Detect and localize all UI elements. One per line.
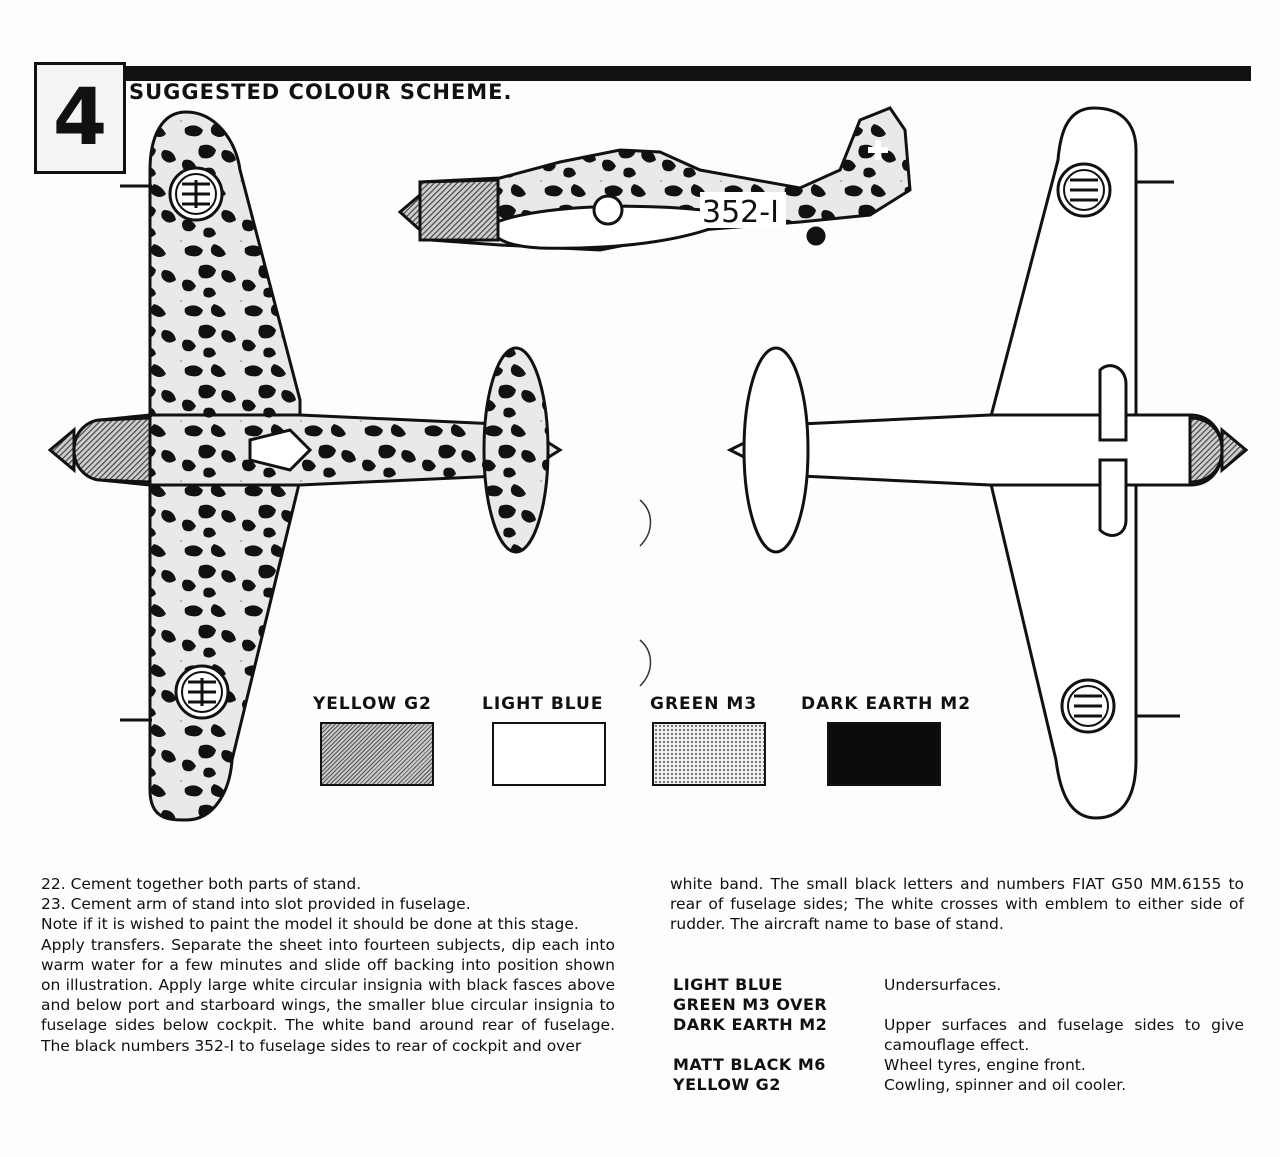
- legend-colour: DARK EARTH M2: [673, 1015, 828, 1034]
- swatch-label-light-blue: LIGHT BLUE: [482, 694, 604, 714]
- legend-colour: GREEN M3 OVER: [673, 995, 828, 1014]
- staple-mark: [639, 639, 652, 687]
- swatch-yellow: [320, 722, 434, 786]
- fuselage-number: 352-I: [702, 195, 779, 230]
- swatch-green: [652, 722, 766, 786]
- top-view-aircraft: [47, 110, 563, 822]
- swatch-label-dark-earth: DARK EARTH M2: [801, 694, 972, 714]
- page-title: SUGGESTED COLOUR SCHEME.: [129, 80, 513, 104]
- legend-use: Undersurfaces.: [884, 976, 1002, 994]
- legend-use: Wheel tyres, engine front.: [884, 1056, 1086, 1074]
- swatch-dark-earth: [827, 722, 941, 786]
- swatch-label-green: GREEN M3: [650, 694, 758, 714]
- legend-use: Upper surfaces and fuselage sides to giv…: [884, 1016, 1244, 1055]
- instructions-left-column: 22. Cement together both parts of stand.…: [41, 875, 615, 1055]
- legend-use: Cowling, spinner and oil cooler.: [884, 1076, 1127, 1094]
- side-view-aircraft: 352-I: [397, 106, 912, 252]
- roundel-icon: [1056, 162, 1112, 218]
- roundel-icon: [174, 664, 230, 720]
- underside-view-aircraft: [726, 106, 1249, 820]
- legend-colour: MATT BLACK M6: [673, 1055, 826, 1074]
- roundel-icon: [1060, 678, 1116, 734]
- step-number: 4: [34, 62, 126, 174]
- legend-colour: YELLOW G2: [673, 1075, 781, 1094]
- swatch-light-blue: [492, 722, 606, 786]
- instructions-right-column: white band. The small black letters and …: [670, 875, 1244, 934]
- header-rule: [125, 66, 1251, 81]
- swatch-label-yellow: YELLOW G2: [313, 694, 432, 714]
- legend-colour: LIGHT BLUE: [673, 975, 783, 994]
- staple-mark: [639, 499, 652, 547]
- roundel-icon: [168, 166, 224, 222]
